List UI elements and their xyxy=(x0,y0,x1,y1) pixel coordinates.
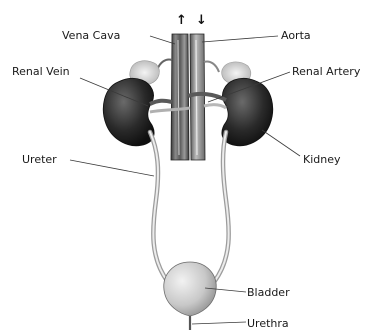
bladder-organ xyxy=(164,262,216,316)
right-renal-artery-vessel xyxy=(204,105,226,108)
aorta-label: Aorta xyxy=(281,29,311,42)
left-kidney xyxy=(103,78,154,146)
left-ureter xyxy=(150,132,168,282)
kidney-leader xyxy=(262,130,300,156)
upper-vessel-branch-left xyxy=(157,59,172,70)
vena-cava-leader xyxy=(150,36,175,44)
upper-vessel-branch-right xyxy=(204,61,219,72)
right-kidney xyxy=(222,78,273,146)
renal-vein-label: Renal Vein xyxy=(12,65,70,78)
aorta-vessel xyxy=(190,34,205,160)
bladder-label: Bladder xyxy=(247,286,290,299)
vena-cava-vessel xyxy=(171,34,189,160)
urethra-leader xyxy=(192,322,246,324)
upward-flow-arrow-icon: ↑ xyxy=(176,13,187,28)
left-renal-vein-vessel xyxy=(150,101,172,104)
aorta-leader xyxy=(202,36,278,42)
urethra-label: Urethra xyxy=(247,317,289,330)
downward-flow-arrow-icon: ↓ xyxy=(196,13,207,28)
kidney-label: Kidney xyxy=(303,153,341,166)
renal-artery-label: Renal Artery xyxy=(292,65,361,78)
ureter-label: Ureter xyxy=(22,153,57,166)
vena-cava-label: Vena Cava xyxy=(62,29,120,42)
ureter-leader xyxy=(70,160,154,176)
